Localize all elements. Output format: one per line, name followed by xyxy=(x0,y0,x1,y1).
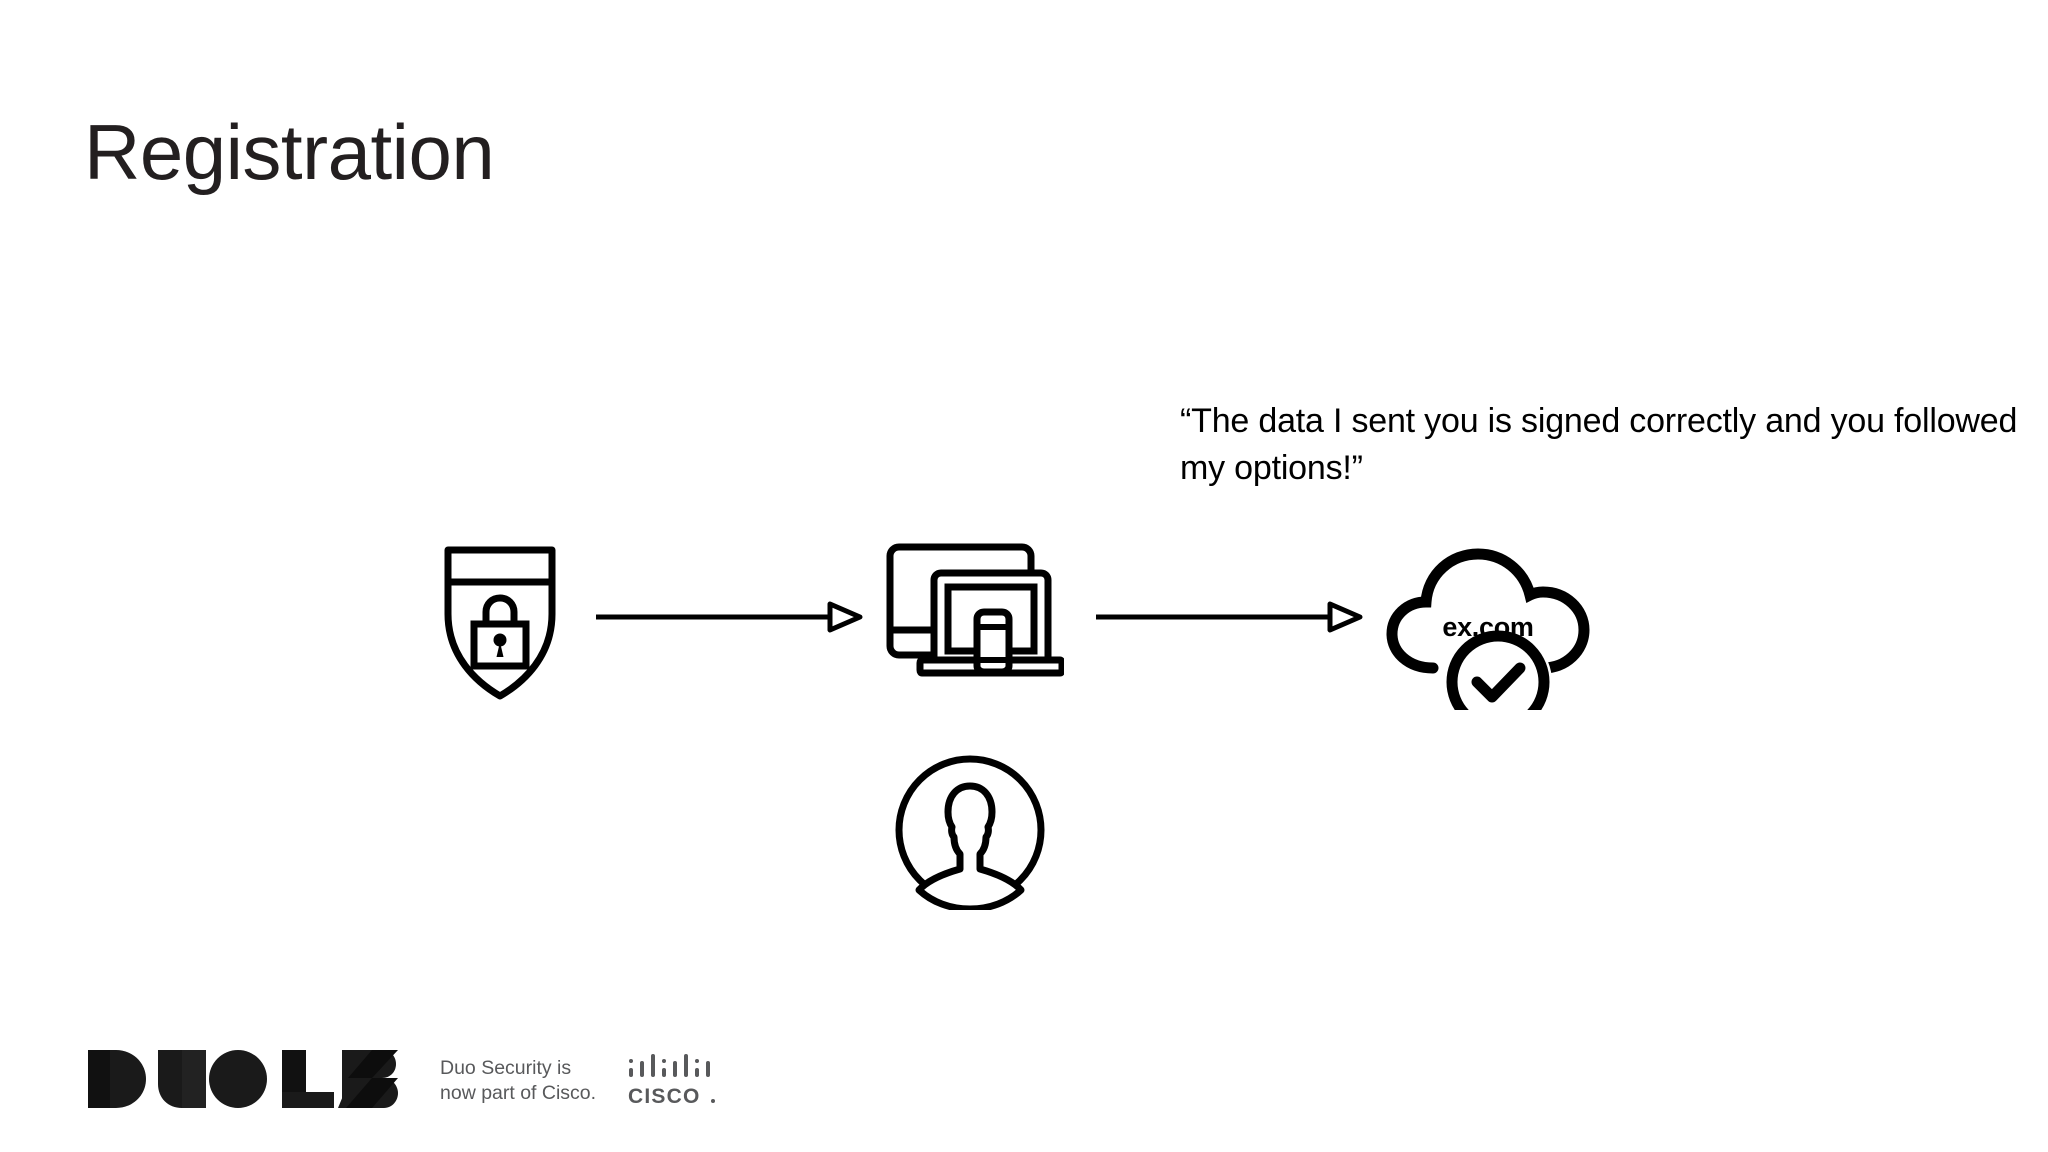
footer: Duo Security is now part of Cisco. CISCO xyxy=(86,1048,718,1110)
cisco-wordmark-text: CISCO xyxy=(628,1085,701,1108)
callout-quote: “The data I sent you is signed correctly… xyxy=(1180,402,2018,487)
duo-labs-logo xyxy=(86,1048,398,1110)
page-title: Registration xyxy=(84,108,495,196)
user-avatar-icon xyxy=(890,750,1050,910)
cisco-logo: CISCO xyxy=(626,1050,718,1108)
cloud-check-icon: ex.com xyxy=(1378,540,1598,710)
devices-icon xyxy=(880,538,1064,688)
cisco-tagline: Duo Security is now part of Cisco. xyxy=(440,1057,597,1104)
arrow-client-to-relying-party xyxy=(1096,600,1364,634)
arrow-authenticator-to-client xyxy=(596,600,864,634)
shield-lock-icon xyxy=(440,540,560,704)
